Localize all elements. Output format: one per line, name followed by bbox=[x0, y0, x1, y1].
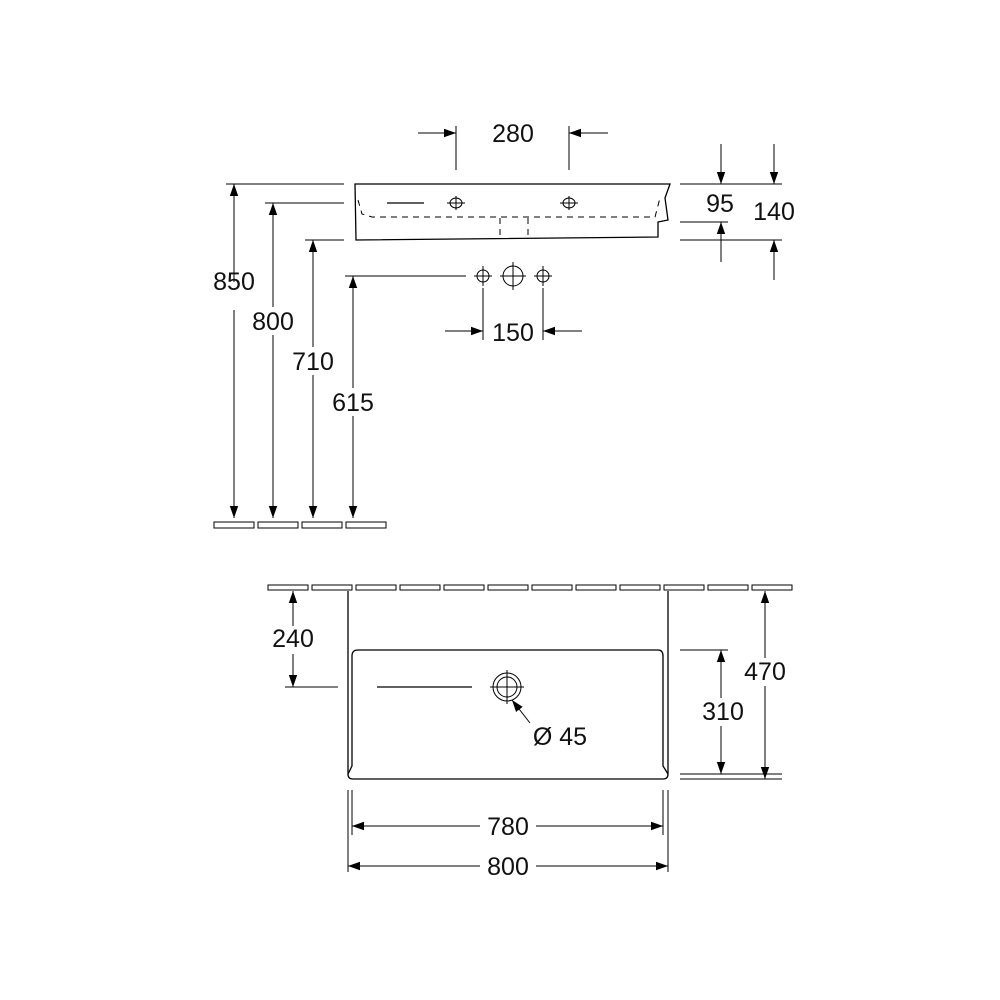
dim-waste-diameter: Ø 45 bbox=[533, 723, 587, 751]
basin-bowl-outline bbox=[351, 649, 669, 775]
basin-inner-bowl-line bbox=[357, 197, 661, 218]
tap-spout-icon bbox=[500, 262, 526, 290]
dim-wall-height-800: 800 bbox=[252, 308, 294, 336]
dim-waste-offset: 240 bbox=[272, 625, 314, 653]
dim-inner-depth: 310 bbox=[702, 698, 744, 726]
tap-valve-right-icon bbox=[534, 266, 552, 286]
dim-wall-height-710: 710 bbox=[292, 348, 334, 376]
dim-wall-height-850: 850 bbox=[213, 268, 255, 296]
dim-total-height: 140 bbox=[753, 198, 795, 226]
tap-hole-left-icon bbox=[447, 196, 465, 210]
waste-outlet-icon bbox=[490, 670, 524, 704]
dim-wall-height-615: 615 bbox=[332, 389, 374, 417]
dim-rim-height: 95 bbox=[706, 190, 734, 218]
side-view: 280 95 140 850 800 710 615 bbox=[212, 120, 795, 529]
tap-valve-left-icon bbox=[474, 266, 492, 286]
dim-tap-hole-spacing: 280 bbox=[492, 120, 534, 148]
top-view: Ø 45 240 310 470 780 800 bbox=[266, 584, 793, 881]
basin-side-profile bbox=[354, 183, 671, 241]
basin-top-outline bbox=[347, 591, 669, 780]
basin-waste-outlet bbox=[499, 218, 529, 240]
dim-outer-depth: 470 bbox=[744, 658, 786, 686]
dim-outer-width: 800 bbox=[487, 853, 529, 881]
dim-inner-width: 780 bbox=[487, 813, 529, 841]
floor-line bbox=[213, 521, 387, 529]
tap-hole-right-icon bbox=[560, 196, 578, 210]
dim-tap-spacing: 150 bbox=[492, 319, 534, 347]
wall-line bbox=[267, 584, 793, 591]
